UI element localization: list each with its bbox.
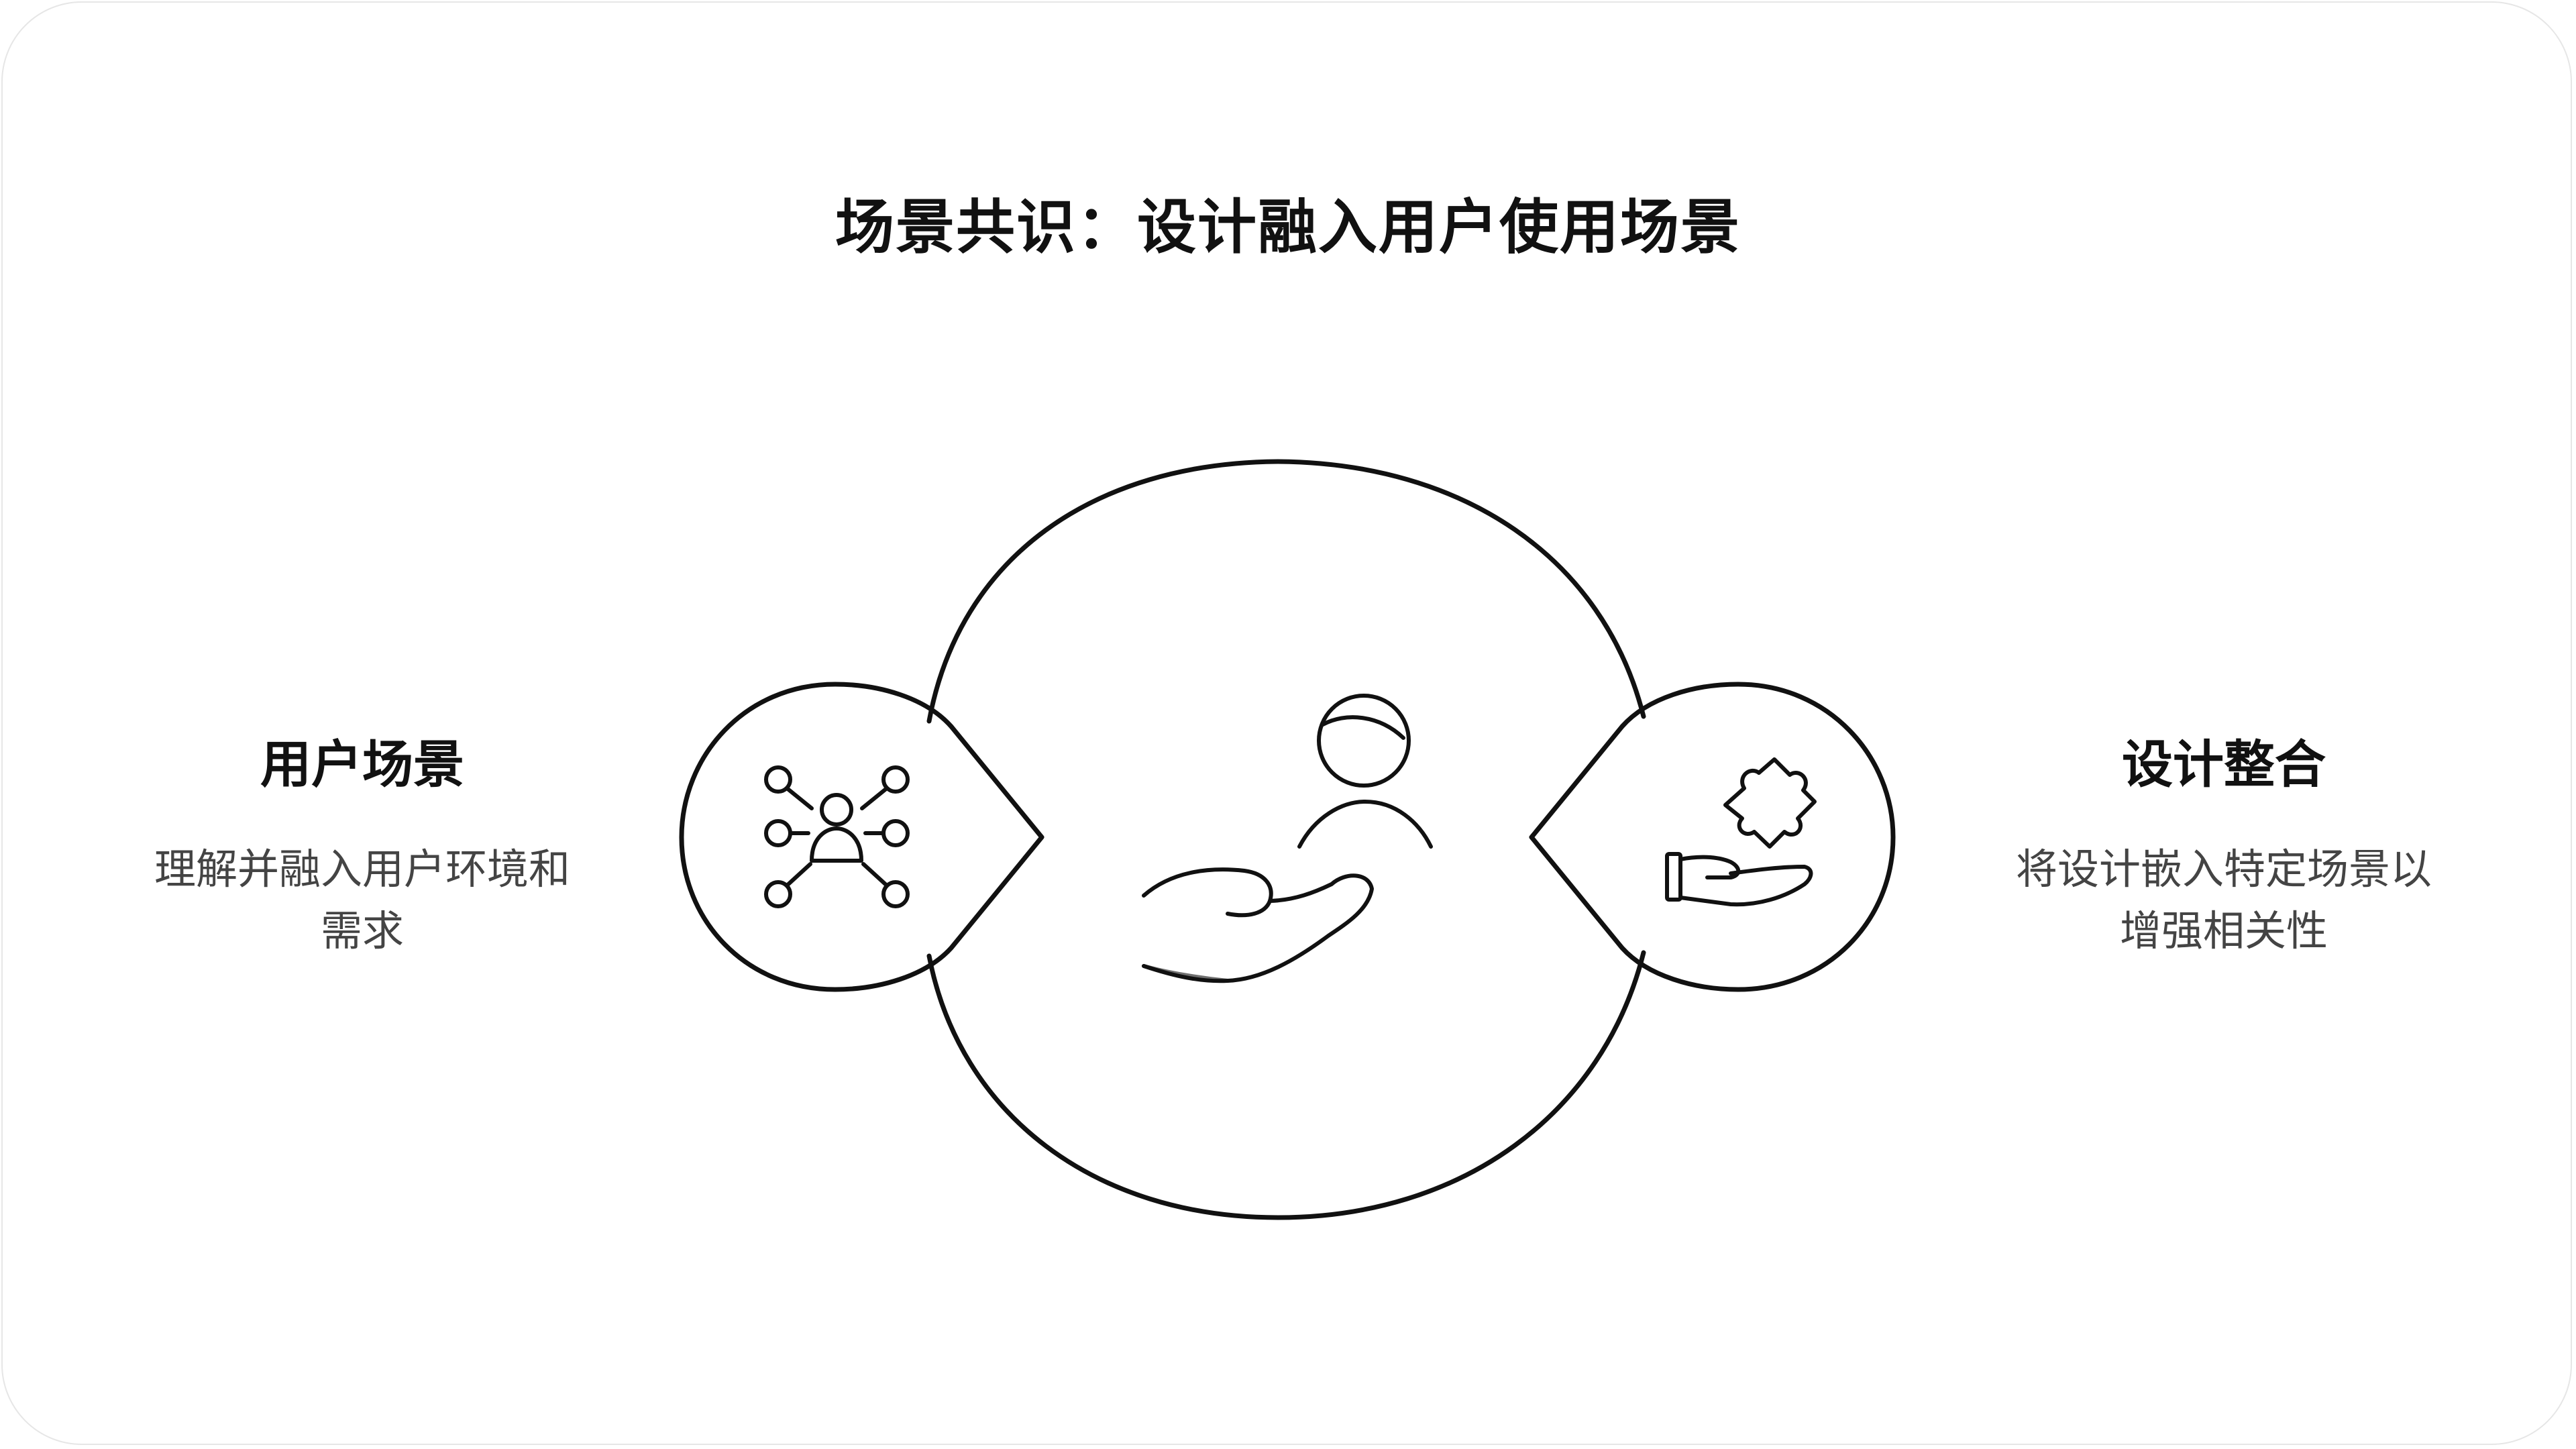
diagram-title: 场景共识：设计融入用户使用场景 [835, 193, 1741, 262]
center-circle [926, 459, 1646, 1220]
hand-holding-puzzle-icon [1665, 757, 1817, 907]
design-integration-description: 将设计嵌入特定场景以增强相关性 [2016, 845, 2432, 955]
user-scene-heading: 用户场景 [260, 735, 464, 794]
hand-offering-person-icon [1142, 694, 1433, 983]
design-integration-heading: 设计整合 [2122, 735, 2326, 794]
user-network-icon [764, 765, 910, 908]
right-teardrop [1529, 682, 1896, 992]
left-teardrop [679, 682, 1044, 992]
user-scene-description: 理解并融入用户环境和需求 [154, 845, 571, 955]
